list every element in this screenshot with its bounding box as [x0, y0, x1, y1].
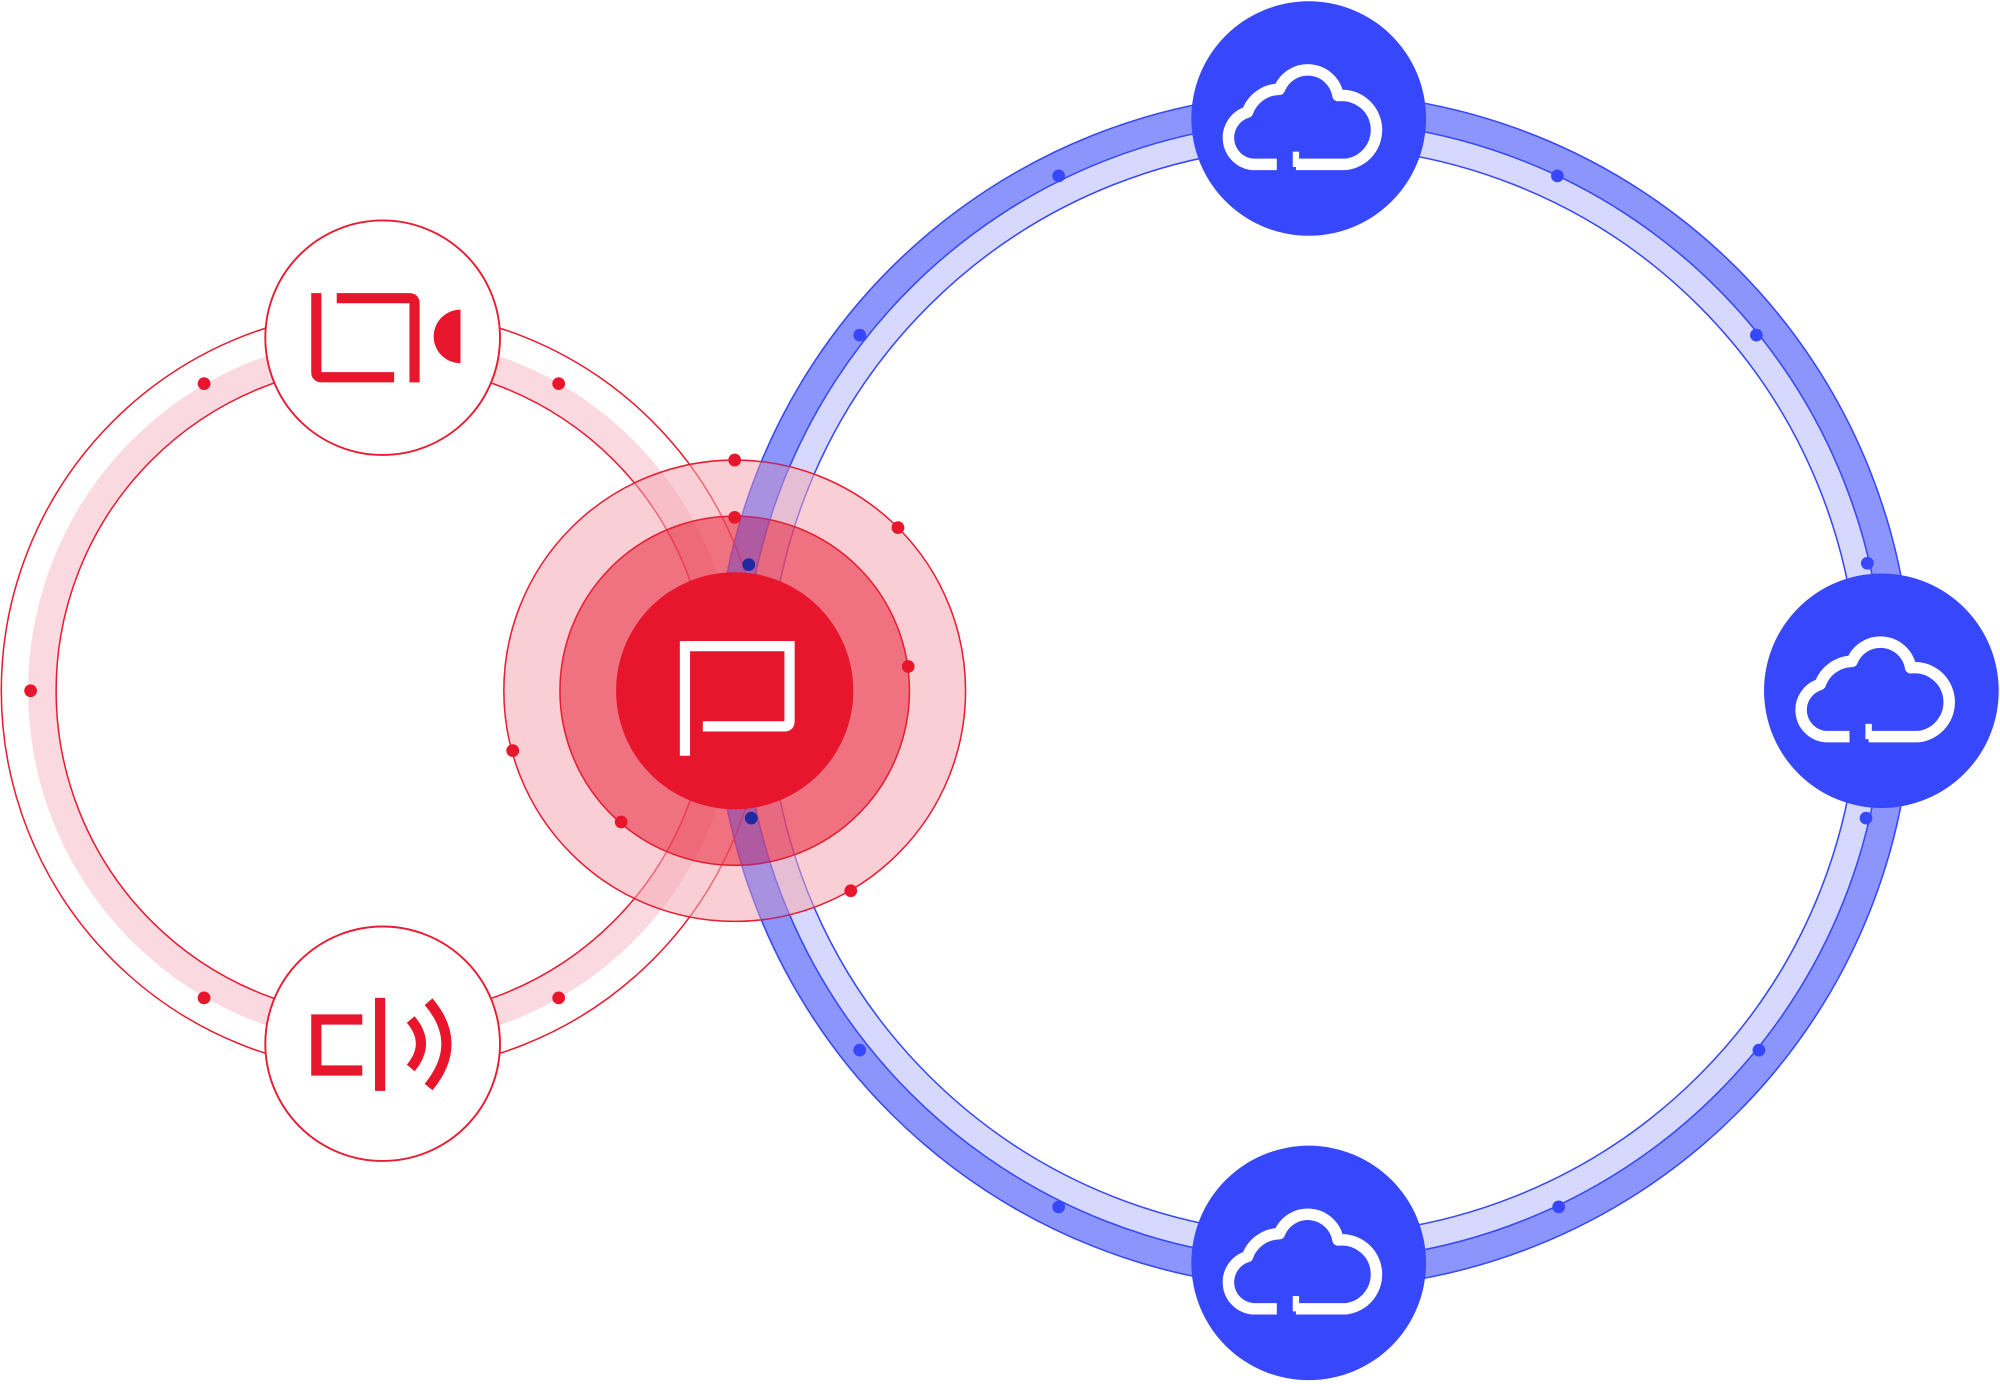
cloud-node-top[interactable] [1191, 1, 1427, 236]
cloud-node-bottom[interactable] [1191, 1145, 1427, 1381]
audio-node[interactable] [264, 925, 501, 1162]
app-logo-icon [679, 641, 795, 756]
cloud-node-right[interactable] [1764, 573, 1999, 808]
video-node[interactable] [264, 219, 501, 456]
cloud-ring-dots [742, 169, 1874, 1214]
local-ring-dots [24, 377, 915, 1005]
video-camera-icon [311, 293, 461, 383]
speaker-sound-icon [311, 997, 452, 1091]
hub-node[interactable] [616, 572, 854, 810]
